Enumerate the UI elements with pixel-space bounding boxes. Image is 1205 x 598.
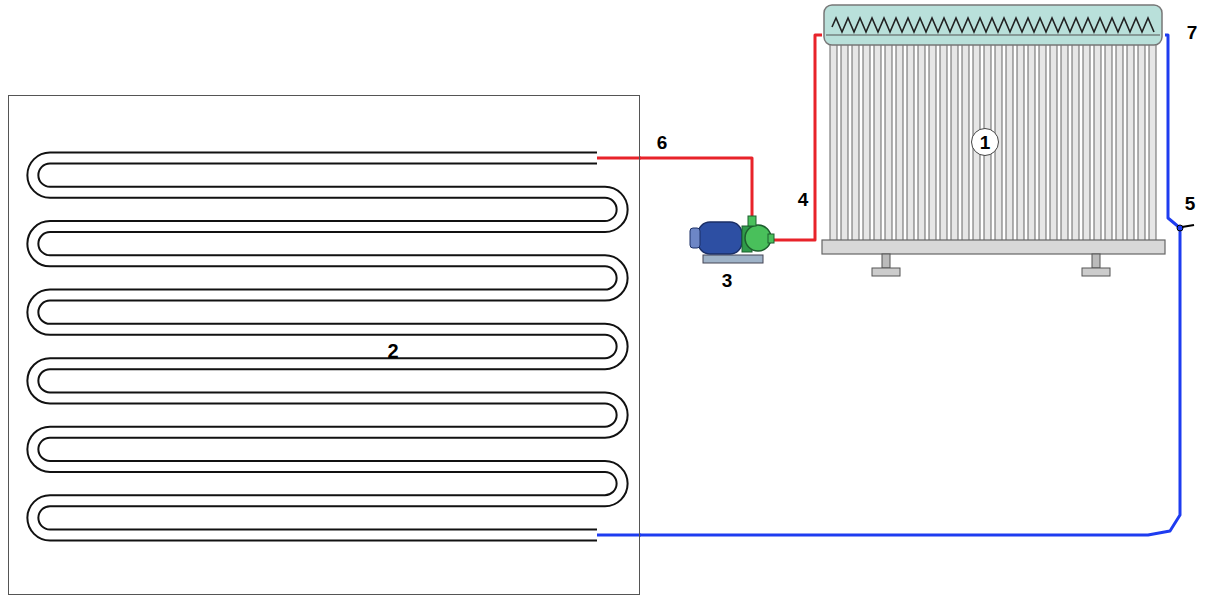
radiator-fin <box>1017 44 1024 242</box>
part-number: 2 <box>387 341 398 361</box>
radiator-foot <box>1082 268 1110 276</box>
coil-tube-inner <box>33 158 622 535</box>
radiator-fin <box>896 44 903 242</box>
callout-number: 4 <box>796 190 811 211</box>
radiator-fin <box>1083 44 1090 242</box>
return-pipe-stub <box>597 534 641 537</box>
supply-pipe <box>640 35 822 240</box>
part-number: 1 <box>971 128 999 156</box>
floor-panel: 2 <box>8 95 640 595</box>
radiator-fin <box>918 44 925 242</box>
radiator-drawing <box>822 5 1165 276</box>
radiator-fin <box>852 44 859 242</box>
coil-tube-outline <box>33 158 622 535</box>
radiator-fin <box>841 44 848 242</box>
radiator-fin <box>962 44 969 242</box>
radiator-fin <box>1149 44 1156 242</box>
radiator-fin <box>1072 44 1079 242</box>
callout-number: 7 <box>1185 23 1200 44</box>
return-pipe <box>640 35 1180 535</box>
radiator-foot <box>882 254 890 268</box>
radiator-fin <box>929 44 936 242</box>
radiator-unit: 1 <box>822 5 1165 255</box>
callout-number: 6 <box>655 133 670 154</box>
radiator-fin <box>1039 44 1046 242</box>
pump-fan-cover <box>690 228 700 248</box>
pump-motor <box>698 222 742 254</box>
radiator-foot <box>1092 254 1100 268</box>
radiator-fin <box>1138 44 1145 242</box>
radiator-fin <box>863 44 870 242</box>
radiator-fin <box>940 44 947 242</box>
radiator-fin <box>1050 44 1057 242</box>
radiator-fin <box>1028 44 1035 242</box>
radiator-fin <box>907 44 914 242</box>
radiator-base <box>822 240 1165 254</box>
radiator-fin <box>951 44 958 242</box>
header-tube <box>826 35 1160 36</box>
radiator-fin <box>885 44 892 242</box>
radiator-fin <box>1006 44 1013 242</box>
radiator-foot <box>872 268 900 276</box>
pump-outlet <box>768 234 774 243</box>
callout-number: 5 <box>1183 194 1198 215</box>
radiator-fin <box>1061 44 1068 242</box>
valve-symbol <box>1177 225 1183 231</box>
pump-volute <box>745 225 771 251</box>
radiator-fin <box>1094 44 1101 242</box>
radiator-header <box>824 5 1162 45</box>
radiator-fin <box>830 44 837 242</box>
supply-pipe-stub <box>597 157 641 160</box>
radiator-fin <box>874 44 881 242</box>
pump-inlet <box>748 216 756 226</box>
valve-handle <box>1182 225 1194 227</box>
callout-number: 3 <box>720 271 735 292</box>
radiator-fin <box>1127 44 1134 242</box>
pump-base <box>703 255 763 263</box>
radiator-fin <box>1116 44 1123 242</box>
heat-exchange-coil <box>832 18 1154 32</box>
floor-heating-coil <box>33 158 622 535</box>
radiator-fin <box>1105 44 1112 242</box>
